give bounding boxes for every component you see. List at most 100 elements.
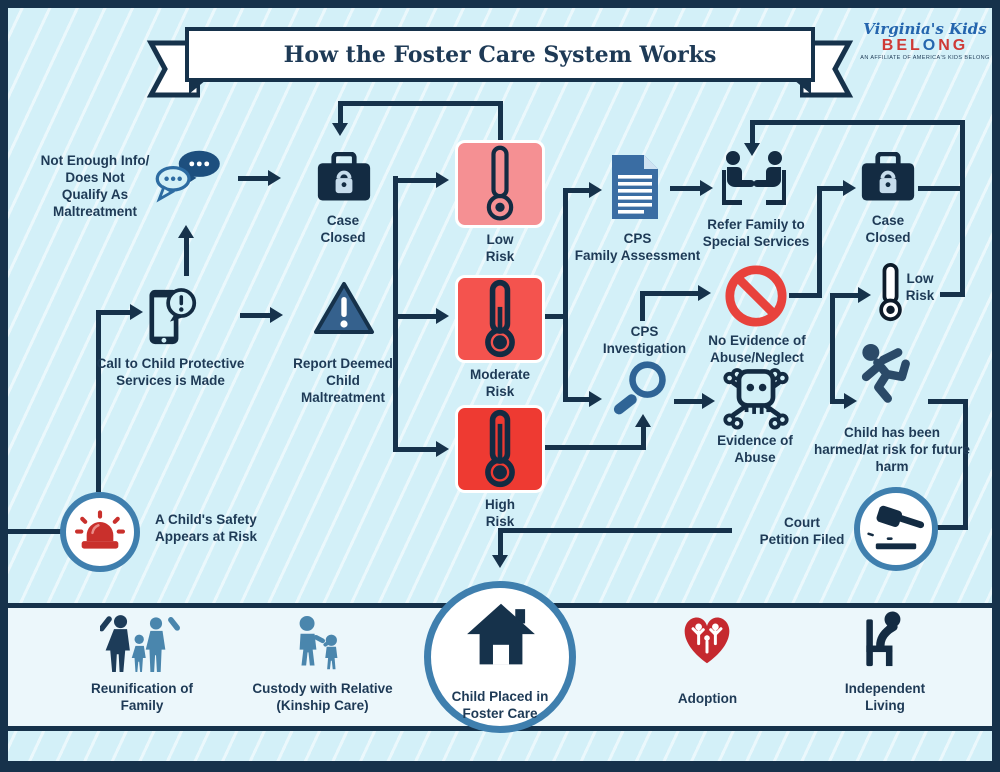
page-title: How the Foster Care System Works (283, 41, 717, 68)
label-independent-living: Independent Living (825, 680, 945, 714)
label-line: Refer Family to (707, 217, 805, 232)
label-line: Services is Made (116, 373, 225, 388)
magnifier-icon (613, 361, 666, 415)
warning-triangle-icon (314, 282, 374, 334)
connector-line (238, 176, 268, 181)
connector-line (563, 188, 568, 402)
connector-line (184, 238, 189, 276)
label-line: Not Enough Info/ (40, 153, 150, 168)
foster-care-circle: Child Placed in Foster Care (424, 581, 576, 733)
label-foster-care: Child Placed in Foster Care (431, 688, 569, 722)
label-line: Child has been (843, 425, 941, 440)
label-cps-family-assessment: CPS Family Assessment (555, 230, 720, 264)
connector-line (6, 529, 61, 534)
label-line: Report Deemed (293, 356, 393, 371)
label-line: Court (784, 515, 820, 530)
briefcase-lock-icon (861, 152, 915, 201)
arrowhead (436, 172, 449, 188)
label-line: Independent (844, 681, 926, 696)
label-no-evidence: No Evidence of Abuse/Neglect (693, 332, 821, 366)
label-cps-investigation: CPS Investigation (592, 323, 697, 357)
label-line: Qualify As (61, 187, 129, 202)
label-line: Abuse (734, 450, 776, 465)
gavel-icon (867, 505, 925, 550)
house-icon (467, 603, 535, 665)
label-line: Reunification of (91, 681, 193, 696)
label-line: harmed/at risk for future (813, 442, 971, 457)
label-line: Low (486, 232, 514, 247)
connector-line (545, 314, 567, 319)
arrowhead (858, 287, 871, 303)
connector-line (393, 178, 438, 183)
connector-line (817, 186, 822, 298)
label-kinship: Custody with Relative (Kinship Care) (230, 680, 415, 714)
briefcase-lock-icon (317, 152, 371, 201)
label-line: Low (906, 271, 934, 286)
connector-line (918, 186, 962, 191)
connector-line (674, 399, 704, 404)
label-line: Risk (485, 514, 515, 529)
people-meeting-icon (722, 151, 786, 205)
label-line: Maltreatment (300, 390, 386, 405)
label-line: Does Not (65, 170, 125, 185)
low-risk-box (455, 140, 545, 228)
connector-line (830, 293, 835, 404)
arrowhead (436, 308, 449, 324)
label-low-risk-small: Low Risk (898, 270, 942, 304)
label-low-risk: Low Risk (460, 231, 540, 265)
label-reunification: Reunification of Family (62, 680, 222, 714)
label-line: Evidence of (717, 433, 793, 448)
label-line: A Child's Safety (155, 512, 257, 527)
arrowhead (178, 225, 194, 238)
title-banner: How the Foster Care System Works (185, 27, 815, 82)
label-line: Case (871, 213, 905, 228)
connector-line (563, 397, 591, 402)
label-line: Foster Care (462, 706, 538, 721)
label-childs-safety: A Child's Safety Appears at Risk (155, 511, 305, 545)
arrowhead (844, 393, 857, 409)
thermometer-small-icon (879, 262, 902, 322)
label-line: High (485, 497, 515, 512)
brand-logo: Virginia's Kids BELONG AN AFFILIATE OF A… (856, 20, 994, 61)
arrowhead (700, 180, 713, 196)
kinship-icon (299, 616, 338, 670)
label-line: Adoption (677, 691, 738, 706)
arrowhead (702, 393, 715, 409)
label-line: Custody with Relative (252, 681, 393, 696)
label-court-petition: Court Petition Filed (752, 514, 852, 548)
connector-line (563, 188, 591, 193)
label-line: Moderate (469, 367, 530, 382)
label-line: Maltreatment (52, 204, 138, 219)
label-line: Case (326, 213, 360, 228)
arrowhead (635, 414, 651, 427)
label-line: Risk (485, 384, 515, 399)
label-line: Call to Child Protective (96, 356, 245, 371)
label-line: Risk (905, 288, 935, 303)
label-line: Appears at Risk (155, 529, 258, 544)
court-petition-circle (854, 487, 938, 571)
ribbon-fold-left (189, 80, 206, 94)
child-safety-circle (60, 492, 140, 572)
connector-line (96, 310, 101, 492)
logo-belong-o: O (922, 37, 939, 54)
connector-line (393, 447, 438, 452)
thermometer-low-icon (486, 145, 514, 221)
falling-person-icon (861, 343, 910, 403)
adoption-heart-icon (684, 617, 730, 664)
high-risk-box (455, 405, 545, 493)
label-line: Child (326, 373, 360, 388)
label-line: Closed (865, 230, 911, 245)
connector-line (393, 314, 438, 319)
connector-line (963, 399, 968, 530)
ribbon-fold-right (794, 80, 811, 94)
label-high-risk: High Risk (460, 496, 540, 530)
thermometer-moderate-icon (485, 279, 515, 358)
label-line: Living (865, 698, 905, 713)
arrowhead (492, 555, 508, 568)
connector-line (750, 120, 965, 125)
label-line: CPS (630, 324, 659, 339)
label-line: Petition Filed (759, 532, 845, 547)
arrowhead (436, 441, 449, 457)
label-child-harmed: Child has been harmed/at risk for future… (802, 424, 982, 475)
arrowhead (268, 170, 281, 186)
